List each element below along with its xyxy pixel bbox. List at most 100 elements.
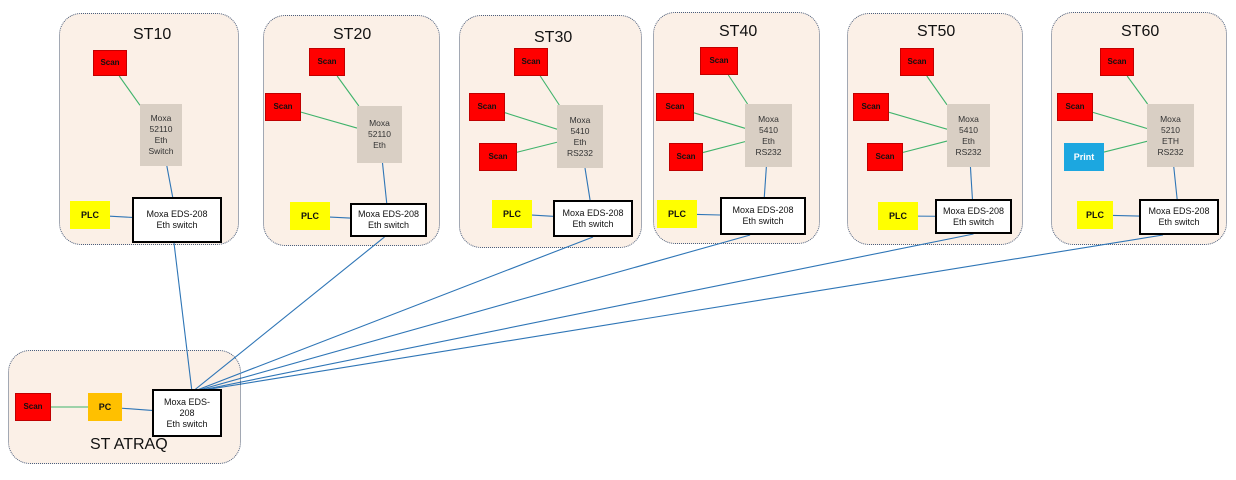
- scan-node-st50-scan3: Scan: [867, 143, 903, 171]
- device-label-line: Eth switch: [1158, 217, 1200, 227]
- pc-label: PC: [98, 402, 112, 412]
- scan-node-st60-scan2: Scan: [1057, 93, 1093, 121]
- device-label-line: Eth switch: [156, 220, 198, 230]
- station-title-atraq: ST ATRAQ: [90, 436, 168, 453]
- scan-node-st50-scan2: Scan: [853, 93, 889, 121]
- scan-node-st30-scan3: Scan: [479, 143, 517, 171]
- device-label-line: RS232: [955, 146, 982, 157]
- device-label-line: Moxa: [758, 113, 779, 124]
- scan-label: Scan: [709, 56, 729, 65]
- device-label-line: RS232: [567, 147, 593, 158]
- print-node-st60-print: Print: [1064, 143, 1104, 171]
- link-st60-switch-to-atraq-switch: [191, 234, 1164, 393]
- device-label-line: 208: [179, 407, 195, 418]
- scan-label: Scan: [23, 402, 43, 411]
- link-st10-switch-to-atraq-switch: [173, 242, 193, 393]
- device-label-line: Moxa EDS-208: [562, 207, 624, 218]
- station-title-st20: ST20: [333, 26, 372, 43]
- device-label-line: Moxa EDS-: [163, 396, 210, 407]
- device-label-line: 5410: [759, 124, 778, 135]
- device-label-line: Eth: [573, 136, 587, 147]
- plc-label: PLC: [81, 210, 99, 220]
- device-label-line: RS232: [1157, 146, 1184, 157]
- link-st50-scan3-to-st50-moxa: [902, 140, 948, 153]
- scan-label: Scan: [477, 102, 497, 111]
- scan-node-st20-scan1: Scan: [309, 48, 345, 76]
- device-label-line: 5210: [1161, 124, 1180, 135]
- scan-node-st40-scan1: Scan: [700, 47, 738, 75]
- device-label-line: Eth: [154, 135, 168, 145]
- link-st20-switch-to-atraq-switch: [191, 236, 385, 393]
- scan-node-st60-scan1: Scan: [1100, 48, 1134, 76]
- link-st30-scan3-to-st30-moxa: [516, 141, 558, 153]
- device-label-line: Eth switch: [367, 220, 409, 230]
- device-label-line: ETH: [1162, 135, 1179, 146]
- link-st60-moxa-to-st60-switch: [1173, 166, 1178, 200]
- device-label-line: Eth switch: [742, 216, 784, 226]
- device-label-line: 52110: [149, 124, 173, 134]
- station-title-st40: ST40: [719, 23, 758, 40]
- link-st40-plc-to-st40-switch: [696, 213, 721, 216]
- device-label-line: Moxa EDS-208: [732, 205, 794, 215]
- device-label-line: Eth switch: [952, 216, 994, 227]
- scan-label: Scan: [861, 102, 881, 111]
- link-atraq-pc-to-atraq-switch: [121, 407, 153, 411]
- device-label-line: 5410: [570, 125, 590, 136]
- plc-label: PLC: [503, 209, 521, 219]
- link-st10-moxa-to-st10-switch: [166, 165, 174, 198]
- device-label-line: Eth switch: [572, 218, 614, 229]
- scan-node-atraq-scan: Scan: [15, 393, 51, 421]
- plc-label: PLC: [1086, 210, 1104, 220]
- device-label-line: Moxa: [150, 113, 172, 123]
- link-st30-scan2-to-st30-moxa: [504, 112, 558, 130]
- scan-label: Scan: [100, 58, 120, 67]
- device-label-line: Moxa: [958, 113, 979, 124]
- link-st40-scan2-to-st40-moxa: [693, 112, 746, 129]
- link-st10-plc-to-st10-switch: [109, 215, 133, 218]
- link-st40-moxa-to-st40-switch: [763, 166, 767, 198]
- scan-node-st50-scan1: Scan: [900, 48, 934, 76]
- link-st50-moxa-to-st50-switch: [969, 166, 973, 200]
- link-st40-scan1-to-st40-moxa: [727, 74, 749, 105]
- link-st50-scan2-to-st50-moxa: [888, 111, 948, 130]
- link-st20-scan1-to-st20-moxa: [336, 75, 360, 107]
- link-st30-moxa-to-st30-switch: [584, 167, 591, 201]
- scan-label: Scan: [907, 57, 927, 66]
- scan-label: Scan: [665, 102, 685, 111]
- device-label-line: Eth: [373, 140, 386, 150]
- plc-node-st30-plc: PLC: [492, 200, 532, 228]
- plc-node-st50-plc: PLC: [878, 202, 918, 230]
- print-label: Print: [1073, 152, 1095, 162]
- plc-label: PLC: [889, 211, 907, 221]
- scan-node-st10-scan1: Scan: [93, 50, 127, 76]
- device-label-line: 52110: [367, 129, 391, 139]
- link-st40-switch-to-atraq-switch: [191, 234, 751, 393]
- link-st50-scan1-to-st50-moxa: [926, 75, 948, 106]
- device-label-line: Eth: [962, 135, 975, 146]
- device-label-line: Moxa EDS-208: [357, 209, 420, 219]
- scan-node-st40-scan3: Scan: [669, 143, 703, 171]
- plc-node-st20-plc: PLC: [290, 202, 330, 230]
- scan-label: Scan: [875, 152, 895, 161]
- device-label-line: Switch: [148, 146, 174, 156]
- scan-node-st40-scan2: Scan: [656, 93, 694, 121]
- plc-node-st10-plc: PLC: [70, 201, 110, 229]
- scan-label: Scan: [273, 102, 293, 111]
